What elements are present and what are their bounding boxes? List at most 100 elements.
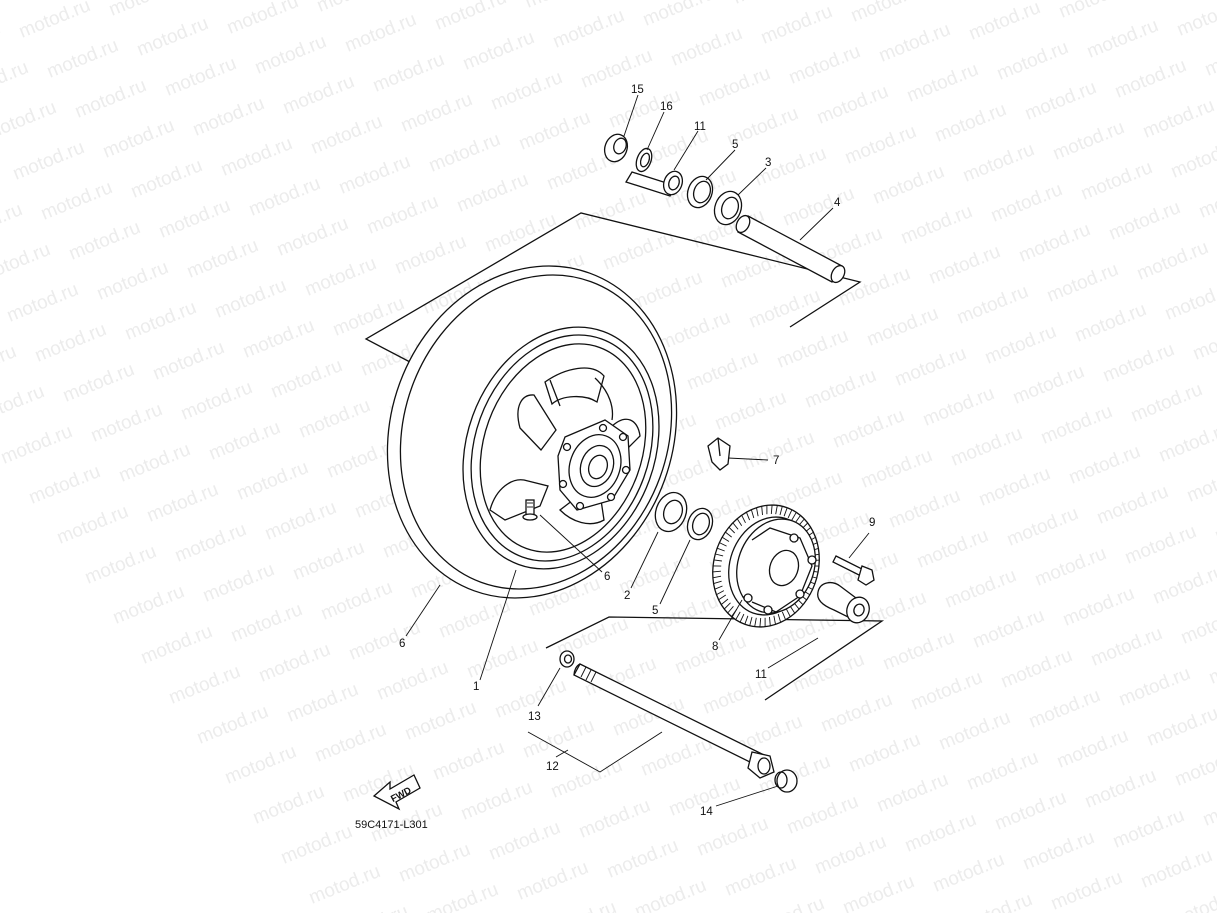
watermark-text: motod.ru — [190, 93, 267, 141]
watermark-text: motod.ru — [1066, 441, 1143, 489]
watermark-text: motod.ru — [994, 37, 1071, 85]
callout-11: 11 — [755, 669, 767, 681]
watermark-text: motod.ru — [122, 297, 199, 345]
watermark-text: motod.ru — [914, 525, 991, 573]
watermark-text: motod.ru — [1076, 907, 1153, 913]
watermark-text: motod.ru — [1054, 725, 1131, 773]
watermark-text: motod.ru — [722, 853, 799, 901]
watermark-text: motod.ru — [0, 97, 59, 145]
watermark-text: motod.ru — [930, 849, 1007, 897]
watermark-text: motod.ru — [156, 195, 233, 243]
watermark-text: motod.ru — [672, 631, 749, 679]
watermark-text: motod.ru — [342, 9, 419, 57]
watermark-text: motod.ru — [898, 201, 975, 249]
callout-8: 7 — [773, 455, 779, 467]
watermark-text: motod.ru — [1056, 0, 1133, 23]
watermark-text: motod.ru — [240, 315, 317, 363]
watermark-text: motod.ru — [330, 293, 407, 341]
watermark-text: motod.ru — [516, 107, 593, 155]
watermark-text: motod.ru — [694, 813, 771, 861]
watermark-text: motod.ru — [302, 253, 379, 301]
callout-2: 2 — [624, 590, 630, 602]
watermark-text: motod.ru — [346, 617, 423, 665]
watermark-text: motod.ru — [458, 777, 535, 825]
watermark-text: motod.ru — [0, 421, 75, 469]
watermark-text: motod.ru — [938, 0, 1015, 5]
watermark-text: motod.ru — [1174, 0, 1217, 41]
watermark-text: motod.ru — [818, 689, 895, 737]
watermark-text: motod.ru — [1084, 15, 1161, 63]
watermark-text: motod.ru — [398, 89, 475, 137]
watermark-text: motod.ru — [308, 111, 385, 159]
watermark-text: motod.ru — [902, 809, 979, 857]
watermark-text: motod.ru — [1150, 561, 1217, 609]
watermark-text: motod.ru — [948, 423, 1025, 471]
watermark-text: motod.ru — [424, 879, 501, 913]
watermark-text: motod.ru — [640, 0, 717, 31]
watermark-text: motod.ru — [246, 173, 323, 221]
watermark-text: motod.ru — [0, 341, 19, 389]
watermark-text: motod.ru — [892, 343, 969, 391]
watermark-text: motod.ru — [460, 27, 537, 75]
watermark-text: motod.ru — [1202, 33, 1217, 81]
watermark-text: motod.ru — [432, 0, 509, 35]
watermark-text: motod.ru — [1004, 503, 1081, 551]
watermark-text: motod.ru — [696, 63, 773, 111]
watermark-text: motod.ru — [38, 177, 115, 225]
watermark-text: motod.ru — [550, 5, 627, 53]
watermark-text: motod.ru — [0, 199, 25, 247]
watermark-text: motod.ru — [224, 0, 301, 39]
watermark-text: motod.ru — [280, 71, 357, 119]
watermark-text: motod.ru — [486, 817, 563, 865]
watermark-text: motod.ru — [296, 395, 373, 443]
callout-3: 3 — [765, 157, 771, 169]
watermark-text: motod.ru — [752, 143, 829, 191]
watermark-text: motod.ru — [82, 541, 159, 589]
watermark-text: motod.ru — [1026, 685, 1103, 733]
callout-7: 6 — [604, 571, 610, 583]
watermark-text: motod.ru — [942, 565, 1019, 613]
watermark-text: motod.ru — [312, 719, 389, 767]
diagram-reference-code: 59C4171-L301 — [355, 819, 428, 831]
watermark-text: motod.ru — [864, 303, 941, 351]
watermark-text: motod.ru — [228, 599, 305, 647]
watermark-text: motod.ru — [848, 0, 925, 27]
watermark-text: motod.ru — [1196, 175, 1217, 223]
watermark-text: motod.ru — [874, 769, 951, 817]
callout-4: 4 — [834, 197, 841, 209]
watermark-text: motod.ru — [1166, 885, 1217, 913]
watermark-text: motod.ru — [290, 537, 367, 585]
watermark-text: motod.ru — [966, 0, 1043, 45]
callout-1: 1 — [473, 681, 479, 693]
watermark-text: motod.ru — [178, 377, 255, 425]
watermark-text: motod.ru — [1032, 543, 1109, 591]
watermark-text: motod.ru — [740, 427, 817, 475]
watermark-text: motod.ru — [436, 595, 513, 643]
watermark-text: motod.ru — [1140, 95, 1217, 143]
watermark-text: motod.ru — [712, 387, 789, 435]
watermark-text: motod.ru — [194, 701, 271, 749]
watermark-text: motod.ru — [454, 169, 531, 217]
callout-16: 15 — [631, 84, 644, 96]
watermark-text: motod.ru — [10, 137, 87, 185]
watermark-text: motod.ru — [250, 781, 327, 829]
watermark-text: motod.ru — [1038, 401, 1115, 449]
watermark-text: motod.ru — [1134, 237, 1211, 285]
watermark-text: motod.ru — [392, 231, 469, 279]
watermark-text: motod.ru — [522, 0, 599, 13]
watermark-text: motod.ru — [1094, 481, 1171, 529]
watermark-text: motod.ru — [262, 497, 339, 545]
collar-14 — [560, 651, 574, 667]
watermark-text: motod.ru — [758, 1, 835, 49]
watermark-text: motod.ru — [958, 889, 1035, 913]
watermark-text: motod.ru — [842, 121, 919, 169]
watermark-text: motod.ru — [1156, 419, 1217, 467]
callout-6: 6 — [399, 638, 405, 650]
watermark-text: motod.ru — [100, 115, 177, 163]
watermark-text: motod.ru — [1112, 55, 1189, 103]
watermark-text: motod.ru — [814, 81, 891, 129]
watermark-text: motod.ru — [370, 49, 447, 97]
watermark-text: motod.ru — [116, 439, 193, 487]
watermark-text: motod.ru — [1050, 117, 1127, 165]
callout-15: 14 — [700, 806, 713, 818]
